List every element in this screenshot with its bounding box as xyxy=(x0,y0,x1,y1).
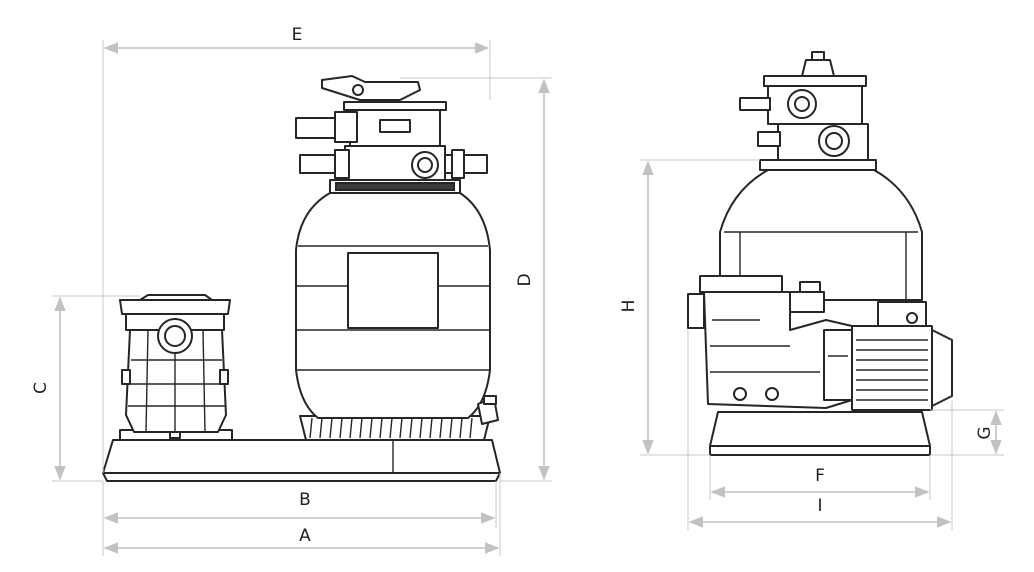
side-tank xyxy=(719,169,923,301)
label-a: A xyxy=(299,526,311,546)
label-g: G xyxy=(975,426,995,439)
label-i: I xyxy=(817,496,822,516)
label-c: C xyxy=(31,382,51,394)
label-f: F xyxy=(815,466,825,486)
label-b: B xyxy=(299,490,311,510)
dimension-lines xyxy=(52,40,1004,556)
label-e: E xyxy=(292,25,303,45)
front-view xyxy=(102,75,501,482)
label-h: H xyxy=(619,300,639,313)
side-valve xyxy=(739,51,877,171)
label-d: D xyxy=(515,273,535,286)
pump-front xyxy=(119,294,231,439)
dimension-labels: E B A C D H G F I xyxy=(31,25,995,546)
side-base xyxy=(709,411,931,456)
filter-tank xyxy=(295,192,499,441)
multiport-valve xyxy=(295,75,488,194)
side-view xyxy=(687,51,953,456)
